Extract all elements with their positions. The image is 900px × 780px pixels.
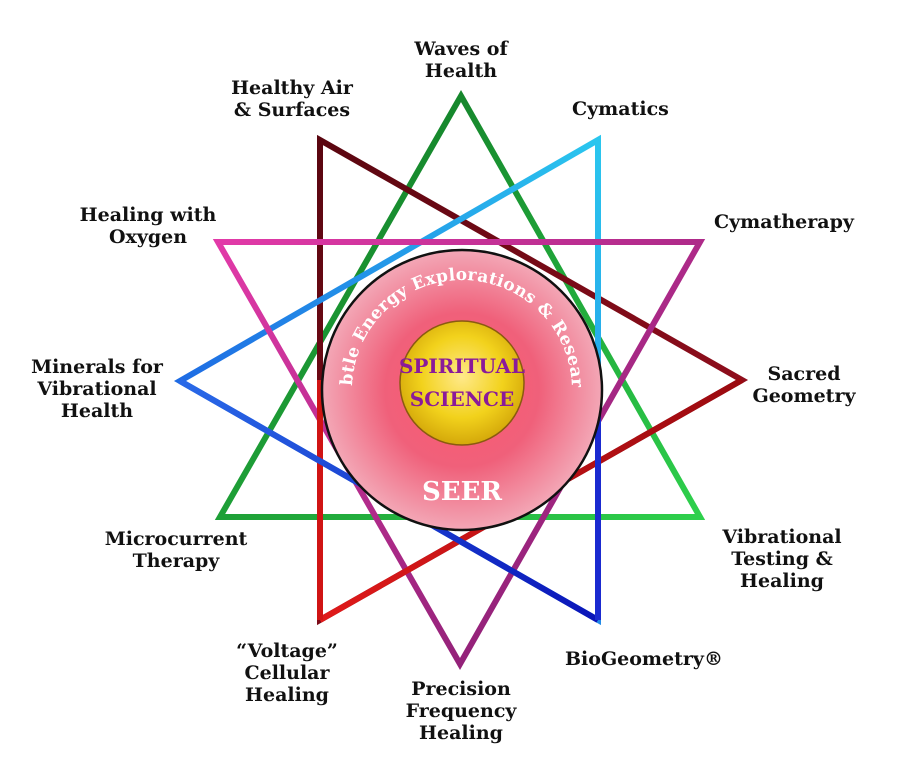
label-sacred-geometry: Sacred Geometry bbox=[752, 363, 856, 407]
label-precision: Precision Frequency Healing bbox=[405, 678, 517, 744]
label-waves-of-health: Waves of Health bbox=[414, 38, 508, 82]
core-circle bbox=[399, 320, 525, 446]
core-text-line1: SPIRITUAL bbox=[399, 354, 525, 378]
core-text-line2: SCIENCE bbox=[410, 387, 514, 411]
label-biogeometry: BioGeometry® bbox=[565, 648, 723, 670]
label-healing-oxygen: Healing with Oxygen bbox=[79, 204, 217, 248]
label-voltage: “Voltage” Cellular Healing bbox=[236, 640, 338, 706]
label-cymatics: Cymatics bbox=[572, 98, 669, 120]
label-vibrational-testing: Vibrational Testing & Healing bbox=[722, 526, 842, 592]
label-microcurrent: Microcurrent Therapy bbox=[104, 528, 248, 572]
label-minerals: Minerals for Vibrational Health bbox=[31, 356, 163, 422]
label-cymatherapy: Cymatherapy bbox=[714, 211, 854, 233]
label-healthy-air: Healthy Air & Surfaces bbox=[231, 77, 353, 121]
seer-acronym: SEER bbox=[422, 477, 502, 507]
